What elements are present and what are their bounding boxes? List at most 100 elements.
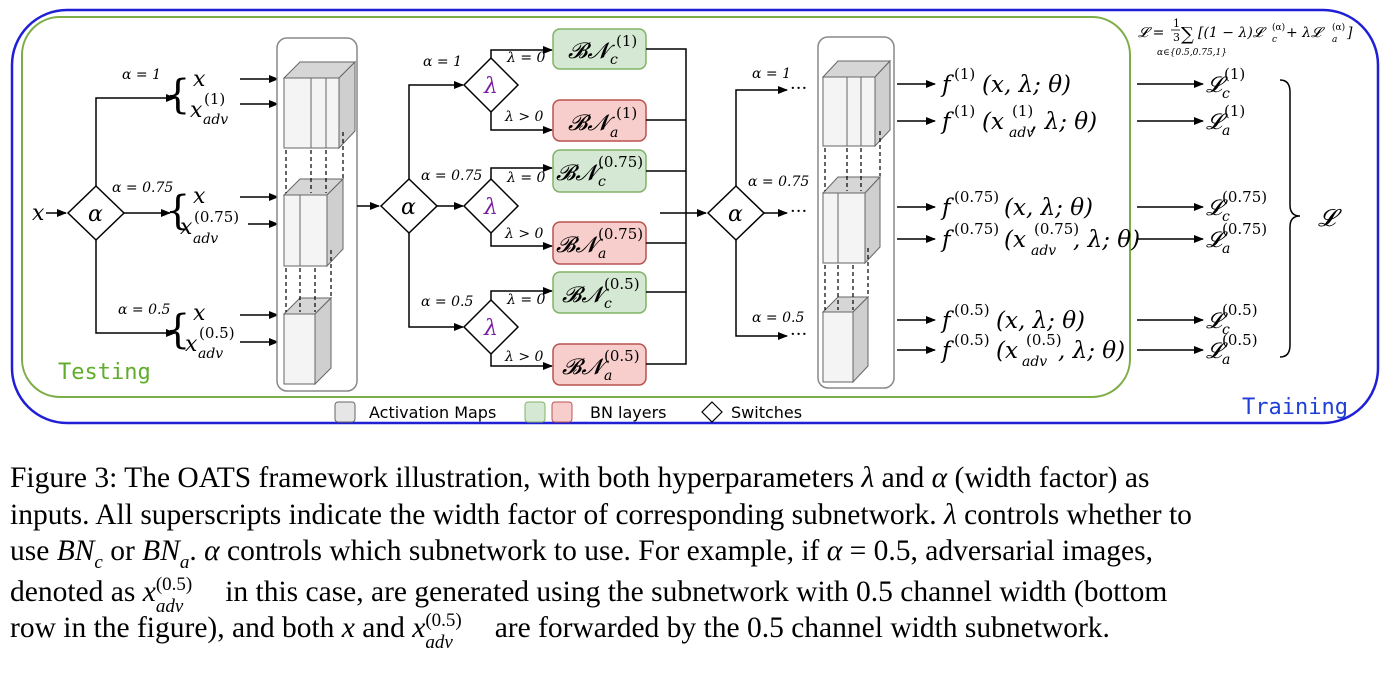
- svg-text:(1): (1): [616, 104, 637, 122]
- svg-text:a: a: [1222, 241, 1230, 257]
- svg-text:f: f: [940, 72, 954, 98]
- svg-text:[(1 − λ)𝓛: [(1 − λ)𝓛: [1198, 25, 1267, 41]
- legend-activation-swatch: [334, 401, 356, 423]
- svg-text:(0.75): (0.75): [1222, 220, 1267, 238]
- svg-text:α = 0.75: α = 0.75: [748, 174, 809, 190]
- map-block-1-bot: [282, 296, 333, 386]
- svg-text:λ = 0: λ = 0: [506, 50, 546, 66]
- svg-text:(0.5): (0.5): [1026, 331, 1062, 349]
- svg-text:c: c: [1222, 86, 1230, 102]
- loss-c-075: 𝓛 (0.75) c: [1206, 188, 1267, 225]
- svg-text:x: x: [190, 98, 203, 123]
- label-alpha-075-mid: α = 0.75: [421, 168, 482, 184]
- legend-activation-label: Activation Maps: [369, 403, 496, 422]
- f-out-1-clean: f (1) (x, λ; θ): [940, 65, 1071, 98]
- svg-text:λ: λ: [483, 195, 498, 220]
- svg-text:(x, λ; θ): (x, λ; θ): [1004, 195, 1093, 221]
- svg-text:a: a: [1332, 35, 1337, 45]
- svg-text:(0.5): (0.5): [604, 275, 640, 293]
- svg-text:λ: λ: [483, 316, 498, 341]
- loss-brace: [1279, 79, 1301, 358]
- svg-text:𝓑𝓝: 𝓑𝓝: [562, 355, 609, 380]
- svg-text:𝓛 =: 𝓛 =: [1138, 25, 1164, 41]
- loss-formula: 𝓛 = 1 3 ∑ [(1 − λ)𝓛 (α) c + λ𝓛 (α) a ] α…: [1138, 17, 1353, 58]
- svg-text:f: f: [940, 227, 954, 253]
- caption-line-4: denoted as x(0.5)adv in this case, are g…: [10, 573, 1168, 617]
- svg-text:(x, λ; θ): (x, λ; θ): [982, 72, 1071, 98]
- total-loss: 𝓛: [1318, 204, 1342, 232]
- map-block-1-top: [282, 60, 357, 150]
- svg-text:(1): (1): [954, 65, 975, 83]
- svg-text:3: 3: [1173, 31, 1180, 44]
- svg-text:a: a: [604, 368, 612, 384]
- label-alpha-1-left: α = 1: [122, 67, 161, 83]
- f-out-05-adv: f (0.5) (x (0.5) adv , λ; θ): [940, 331, 1125, 370]
- training-label: Training: [1242, 395, 1348, 420]
- bn-a-075: 𝓑𝓝 (0.75) a: [552, 221, 647, 265]
- alpha-switch-bn-label: α: [401, 195, 416, 220]
- caption-line-1: Figure 3: The OATS framework illustratio…: [10, 462, 1150, 494]
- svg-text:]: ]: [1346, 25, 1353, 41]
- testing-label: Testing: [58, 360, 151, 385]
- loss-a-075: 𝓛 (0.75) a: [1206, 220, 1267, 257]
- loss-c-05: 𝓛 (0.5) c: [1206, 301, 1258, 338]
- svg-text:(0.5): (0.5): [199, 324, 235, 342]
- loss-a-1: 𝓛 (1) a: [1206, 102, 1245, 139]
- svg-text:adv: adv: [203, 112, 228, 128]
- svg-text:𝓑𝓝: 𝓑𝓝: [562, 283, 609, 308]
- brace-alpha05: {: [165, 307, 190, 353]
- svg-text:(0.5): (0.5): [1222, 301, 1258, 319]
- svg-text:c: c: [604, 296, 612, 312]
- label-alpha-05-left: α = 0.5: [118, 302, 170, 318]
- figure-caption: Figure 3: The OATS framework illustratio…: [10, 460, 1385, 653]
- svg-text:(1): (1): [616, 32, 637, 50]
- svg-text:(x: (x: [982, 109, 1004, 135]
- legend: Activation Maps BN layers Switches: [334, 401, 802, 423]
- svg-text:(x: (x: [996, 338, 1018, 364]
- svg-text:x: x: [185, 332, 198, 357]
- svg-text:x: x: [180, 215, 193, 240]
- svg-text:f: f: [940, 338, 954, 364]
- svg-text:(1): (1): [204, 90, 225, 108]
- svg-text:(α): (α): [1272, 22, 1285, 33]
- bn-a-05: 𝓑𝓝 (0.5) a: [552, 343, 647, 386]
- alpha-switch-output-label: α: [728, 202, 743, 227]
- svg-text:1: 1: [1173, 17, 1180, 30]
- svg-text:, λ; θ): , λ; θ): [1058, 338, 1125, 364]
- brace-alpha075: {: [165, 188, 190, 234]
- svg-text:(0.75): (0.75): [1034, 220, 1079, 238]
- svg-text:(1): (1): [954, 102, 975, 120]
- svg-text:(0.75): (0.75): [194, 208, 239, 226]
- svg-text:∑: ∑: [1181, 24, 1194, 45]
- svg-text:(0.5): (0.5): [604, 347, 640, 365]
- testing-frame: [21, 16, 1131, 398]
- legend-bn-c-swatch: [524, 401, 546, 423]
- svg-text:adv: adv: [1022, 354, 1047, 370]
- svg-text:(1): (1): [1224, 102, 1245, 120]
- xadv-alpha05: x (0.5) adv: [185, 324, 235, 362]
- dots-1: ···: [790, 78, 807, 99]
- x-alpha05: x: [193, 301, 206, 326]
- svg-text:λ > 0: λ > 0: [504, 349, 544, 365]
- svg-text:(0.75): (0.75): [1222, 188, 1267, 206]
- svg-text:+ λ𝓛: + λ𝓛: [1286, 25, 1325, 41]
- svg-text:c: c: [610, 52, 618, 68]
- lambda-switch-1: λ: [462, 56, 520, 114]
- svg-text:adv: adv: [1009, 125, 1034, 141]
- svg-text:λ = 0: λ = 0: [506, 170, 546, 186]
- caption-line-3: use BNc or BNa. α controls which subnetw…: [10, 535, 1153, 573]
- svg-text:(0.5): (0.5): [954, 331, 990, 349]
- legend-bn-a-swatch: [551, 401, 573, 423]
- caption-line-2: inputs. All superscripts indicate the wi…: [10, 498, 1192, 531]
- caption-line-5: row in the figure), and both x and x(0.5…: [10, 610, 1110, 653]
- loss-c-1: 𝓛 (1) c: [1206, 65, 1245, 102]
- dots-05: ···: [790, 324, 807, 345]
- svg-text:adv: adv: [193, 231, 218, 247]
- svg-text:a: a: [1222, 123, 1230, 139]
- svg-text:(α): (α): [1332, 22, 1345, 33]
- svg-text:c: c: [598, 174, 606, 190]
- svg-text:α∈{0.5,0.75,1}: α∈{0.5,0.75,1}: [1157, 48, 1227, 58]
- svg-text:𝓑𝓝: 𝓑𝓝: [568, 111, 615, 136]
- lambda-switch-075: λ: [462, 177, 520, 235]
- svg-text:𝓑𝓝: 𝓑𝓝: [556, 161, 603, 186]
